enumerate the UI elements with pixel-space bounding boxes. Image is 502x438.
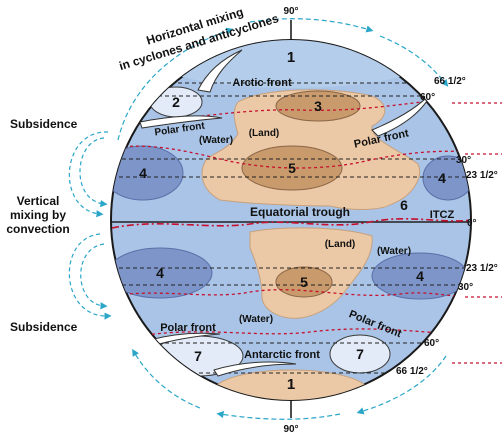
antarctic-front-label: Antarctic front: [244, 349, 320, 361]
subsidence-bottom-label: Subsidence: [10, 320, 78, 334]
land-north-label: (Land): [249, 128, 280, 139]
region-4-se: 4: [416, 268, 424, 284]
region-3: 3: [314, 98, 322, 114]
polar-front-nw-arc: [139, 115, 223, 129]
high-land-north: [275, 90, 361, 122]
water-south-right-label: (Water): [377, 246, 411, 257]
lat-30-south: 30°: [458, 282, 473, 293]
subtropical-boundary-south: [111, 289, 471, 297]
lat-60-north: 60°: [420, 92, 435, 103]
vertical-mixing-line1: Vertical: [17, 194, 60, 208]
lat-66-north: 66 1/2°: [434, 76, 466, 87]
region-5-south: 5: [300, 274, 308, 290]
lat-90-south: 90°: [283, 424, 298, 435]
lat-60-south: 60°: [424, 338, 439, 349]
lat-0: 0°: [467, 218, 477, 229]
lat-23-north: 23 1/2°: [466, 170, 498, 181]
region-4-ne: 4: [438, 170, 446, 186]
subsidence-top-label: Subsidence: [10, 117, 78, 131]
arctic-front-arc: [197, 49, 243, 93]
polar-front-sw-label: Polar front: [160, 322, 216, 334]
vertical-mixing-line2: mixing by: [10, 208, 66, 222]
region-7-west: 7: [194, 348, 202, 364]
polar-front-north-boundary: [111, 95, 471, 129]
region-2: 2: [172, 94, 180, 110]
lat-30-north: 30°: [456, 155, 471, 166]
region-1-north: 1: [287, 49, 295, 66]
lat-23-south: 23 1/2°: [466, 263, 498, 274]
vertical-mixing-line3: convection: [6, 222, 69, 236]
high-pressure-east-north: [422, 155, 471, 201]
antarctic-front-arc: [213, 361, 297, 377]
region-4-sw: 4: [156, 265, 164, 281]
region-7-east: 7: [356, 346, 364, 362]
high-land-south: [275, 266, 333, 298]
region-1-south: 1: [287, 376, 295, 393]
lat-66-south: 66 1/2°: [396, 366, 428, 377]
itcz-line: [111, 218, 471, 229]
horizontal-mixing-arrows: [117, 18, 449, 420]
region-6: 6: [400, 197, 408, 213]
subtropical-boundary-north: [111, 145, 471, 169]
lat-90-north: 90°: [283, 6, 298, 17]
water-south-mid-label: (Water): [239, 314, 273, 325]
equatorial-trough-label: Equatorial trough: [250, 205, 350, 219]
vertical-convection-arrows: [68, 131, 112, 320]
arctic-front-label: Arctic front: [232, 77, 292, 89]
region-5-north: 5: [288, 160, 296, 176]
polar-front-south-boundary: [139, 328, 453, 337]
itcz-label: ITCZ: [430, 209, 455, 221]
water-north-label: (Water): [199, 135, 233, 146]
region-4-nw: 4: [139, 165, 147, 181]
land-south-label: (Land): [325, 239, 356, 250]
polar-front-sw-arc: [149, 332, 221, 347]
